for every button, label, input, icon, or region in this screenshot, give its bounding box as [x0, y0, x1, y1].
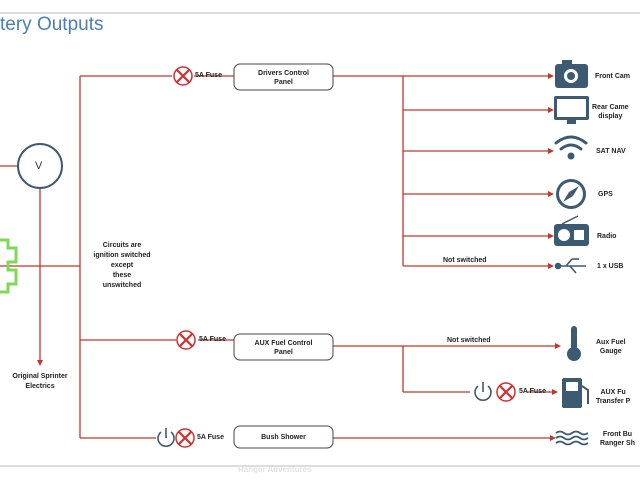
fuse-label: 5A Fuse — [195, 72, 222, 79]
camera-icon — [555, 60, 588, 88]
front-shower-label: Front Bu Ranger Sh — [600, 431, 636, 447]
fuse-cross-icon — [173, 66, 193, 86]
usb-icon — [554, 258, 586, 274]
drivers-control-panel-box — [233, 63, 334, 91]
monitor-icon — [554, 96, 589, 124]
fuse-cross-icon — [496, 382, 516, 402]
fuse-label: 5A Fuse — [519, 388, 546, 395]
bush-shower-label: Bush Shower — [261, 434, 306, 441]
watermark: Ranger Adventures — [238, 465, 312, 474]
not-switched-note: Not switched — [443, 257, 487, 264]
voltmeter-symbol: V — [35, 160, 43, 172]
voltmeter-icon — [17, 143, 63, 189]
fuse-label: 5A Fuse — [197, 434, 224, 441]
water-icon — [555, 430, 589, 446]
wifi-icon — [554, 135, 588, 160]
aux-fuel-control-panel-label: AUX Fuel Control Panel — [254, 340, 313, 356]
fuse-cross-icon — [175, 428, 195, 448]
aux-transfer-pump-label: AUX Fu Transfer P — [596, 389, 631, 405]
sprinter-electrics-label: Original Sprinter Electrics — [12, 373, 68, 390]
rear-camera-label: Rear Came display — [592, 104, 629, 120]
usb-label: 1 x USB — [597, 263, 624, 270]
gps-label: GPS — [598, 191, 613, 198]
aux-fuel-control-panel-box — [233, 333, 334, 361]
not-switched-note: Not switched — [447, 337, 491, 344]
radio-label: Radio — [597, 233, 617, 240]
power-switch-icon — [474, 382, 492, 401]
thermometer-icon — [567, 326, 581, 361]
fuse-label: 5A Fuse — [199, 336, 226, 343]
wires — [0, 75, 555, 439]
sat-nav-label: SAT NAV — [596, 148, 626, 155]
front-camera-label: Front Cam — [595, 73, 630, 80]
bush-shower-box — [233, 425, 334, 449]
aux-fuel-gauge-label: Aux Fuel Gauge — [596, 339, 626, 355]
radio-icon — [554, 215, 589, 246]
battery-icon — [0, 238, 18, 294]
diagram-title: tery Outputs — [0, 14, 104, 35]
fuse-cross-icon — [176, 330, 196, 350]
compass-icon — [556, 179, 586, 209]
power-switch-icon — [157, 428, 175, 447]
fuel-pump-icon — [562, 378, 589, 408]
circuits-note: Circuits are ignition switched except th… — [93, 242, 151, 289]
drivers-control-panel-label: Drivers Control Panel — [258, 70, 309, 86]
